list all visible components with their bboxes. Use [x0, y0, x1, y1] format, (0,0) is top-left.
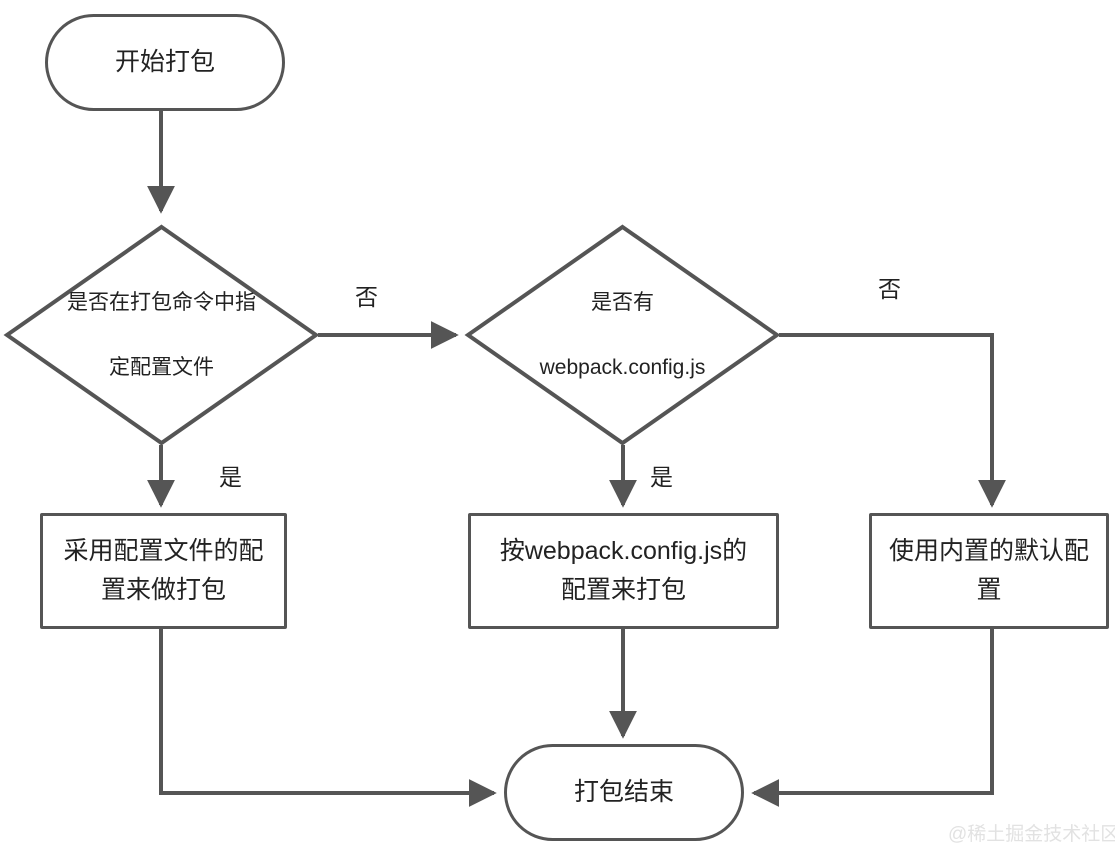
node-process-use-webpack-config[interactable]: 按webpack.config.js的 配置来打包: [468, 513, 779, 629]
edge-process3-to-end: [751, 629, 994, 807]
node-process-use-webpack-config-label-line-2: 配置来打包: [560, 576, 686, 604]
watermark: @稀土掘金技术社区: [948, 824, 1115, 845]
edge-decision2-no-to-process3: [779, 333, 1006, 508]
node-process-use-cli-config[interactable]: 采用配置文件的配 置来做打包: [40, 513, 287, 629]
edge-label-no-1: 否: [355, 284, 378, 310]
decision-shape-has-config-file: [464, 224, 781, 446]
node-start-label-line-1: 开始打包: [114, 48, 215, 77]
node-end[interactable]: 打包结束: [504, 744, 744, 841]
decision-shape-cli-config: [3, 224, 320, 446]
edge-label-yes-1: 是: [219, 464, 242, 490]
node-process-use-cli-config-label-line-2: 置来做打包: [100, 576, 226, 604]
node-process-use-default-config[interactable]: 使用内置的默认配 置: [869, 513, 1109, 629]
node-process-use-default-config-label-line-1: 使用内置的默认配: [888, 537, 1089, 566]
node-decision-cli-config-label-line-1: 是否在打包命令中指: [67, 290, 256, 314]
node-decision-has-config-file[interactable]: 是否有 webpack.config.js: [466, 225, 779, 445]
edge-label-yes-2: 是: [650, 464, 673, 490]
node-decision-cli-config[interactable]: 是否在打包命令中指 定配置文件: [5, 225, 318, 445]
node-process-use-default-config-label-line-2: 置: [976, 576, 1002, 604]
node-end-label-line-1: 打包结束: [573, 778, 674, 807]
node-process-use-cli-config-label-line-1: 采用配置文件的配: [63, 537, 264, 566]
node-decision-cli-config-label-line-2: 定配置文件: [109, 356, 214, 379]
node-start[interactable]: 开始打包: [45, 14, 285, 111]
edge-label-no-2: 否: [878, 276, 901, 302]
edge-process1-to-end: [159, 629, 497, 807]
node-process-use-webpack-config-label-line-1: 按webpack.config.js的: [499, 537, 748, 566]
node-decision-has-config-file-label-line-2: webpack.config.js: [539, 356, 706, 379]
node-decision-has-config-file-label-line-1: 是否有: [591, 290, 654, 314]
